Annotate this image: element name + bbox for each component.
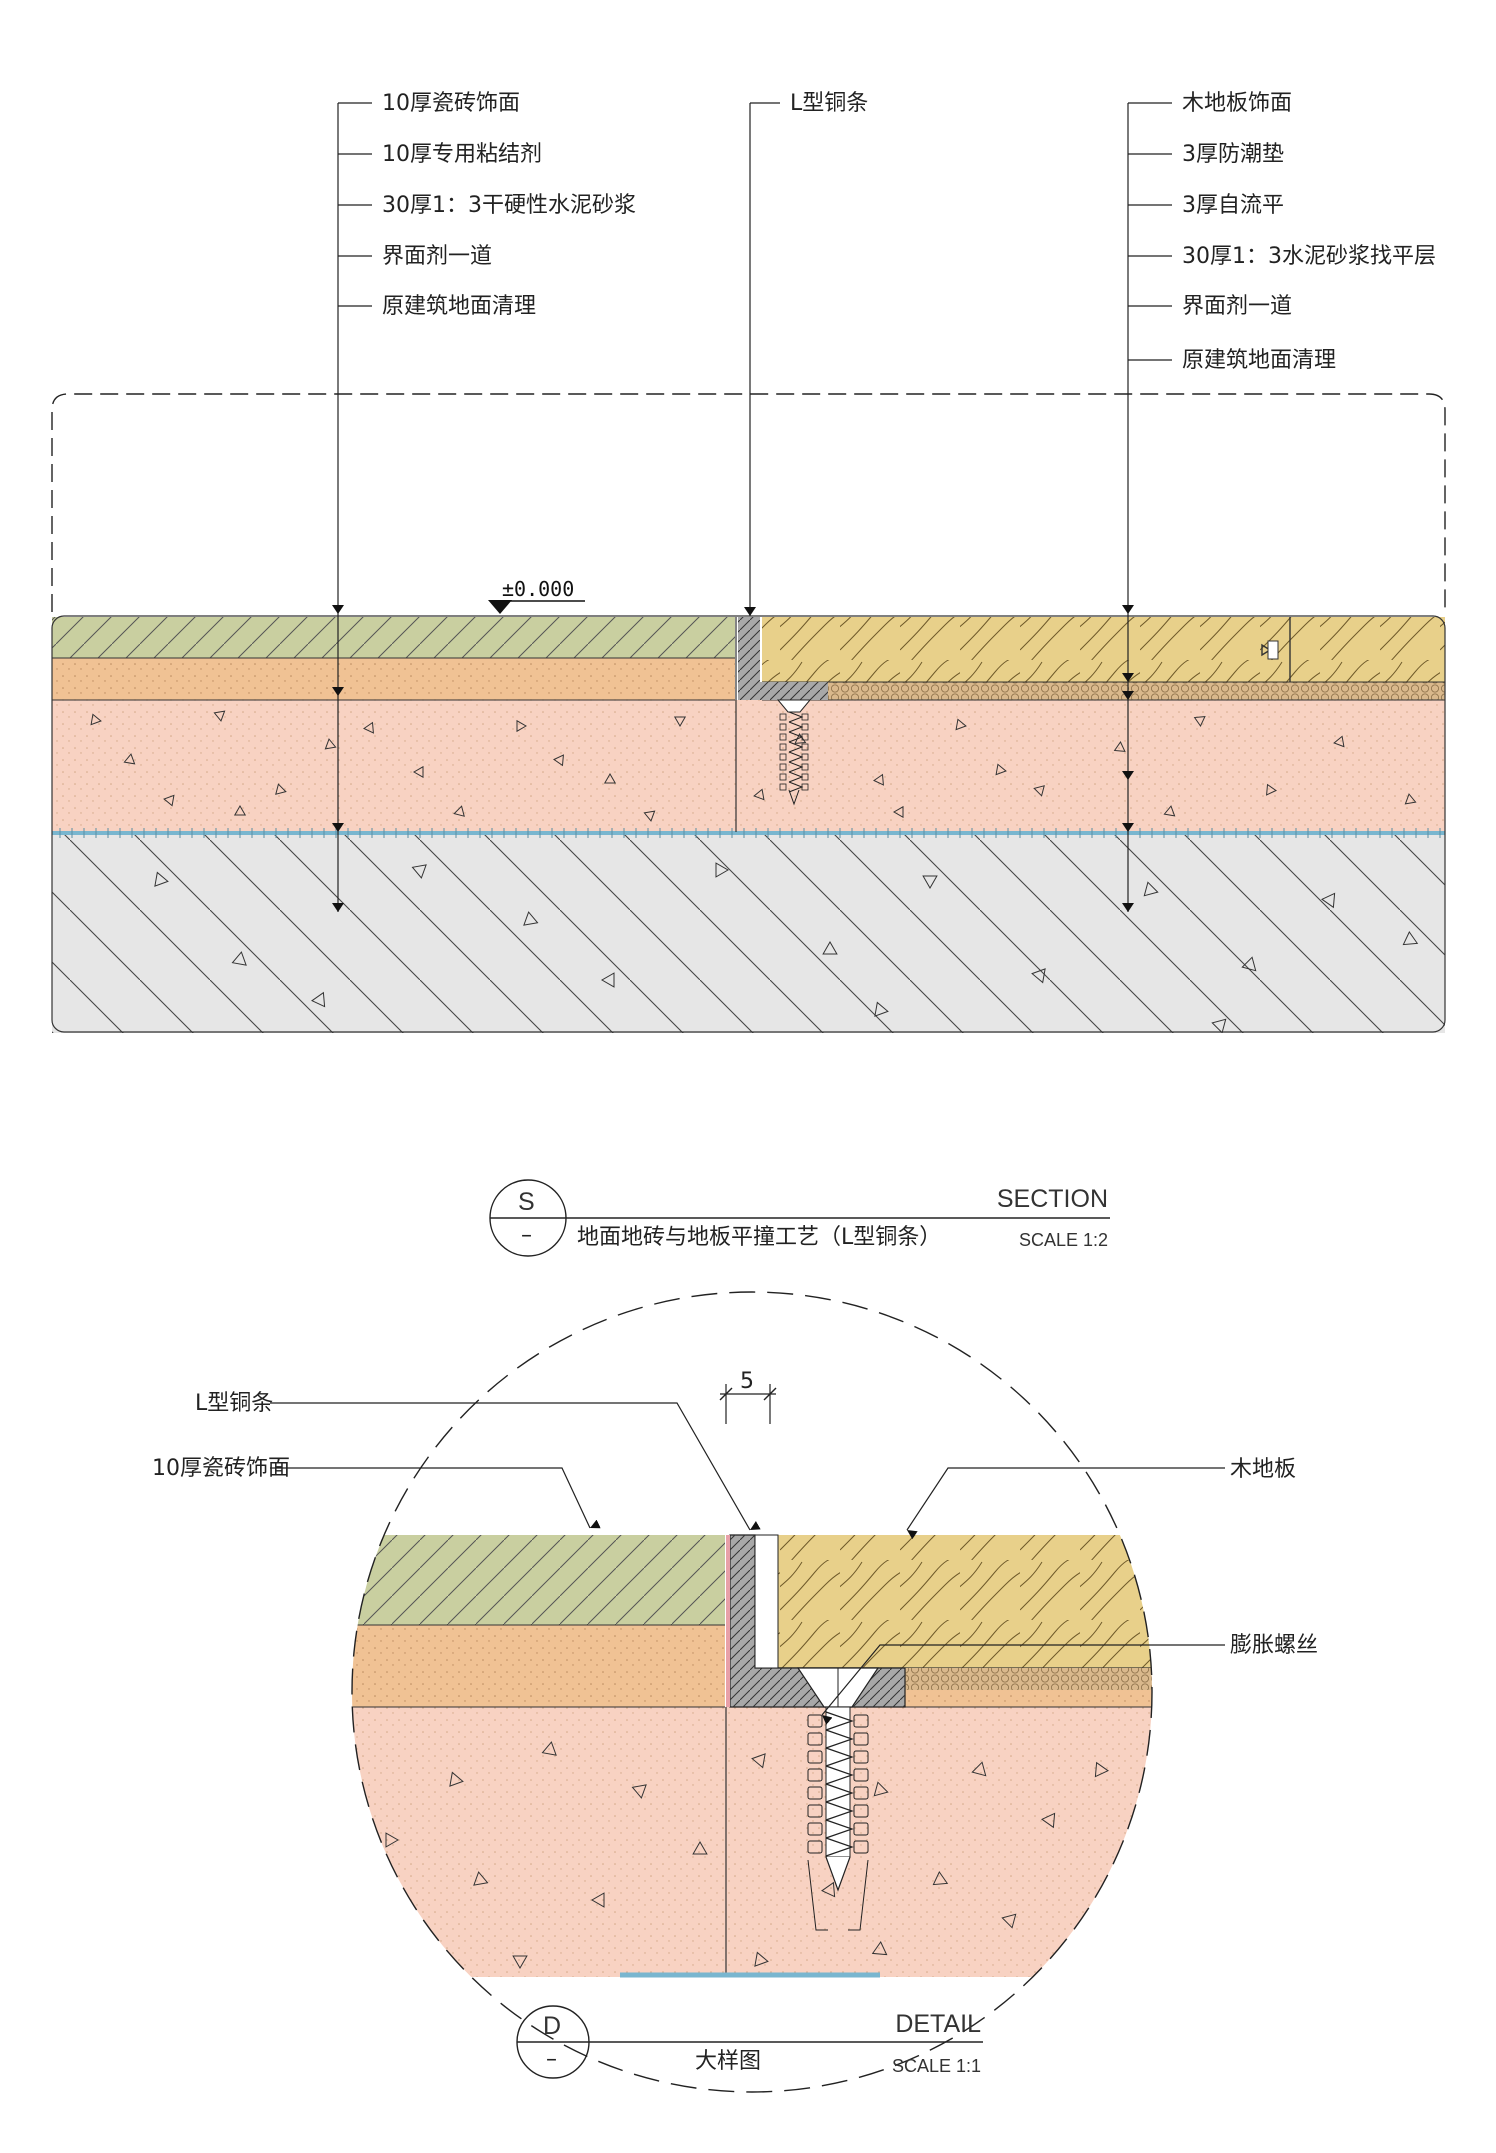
right-label-3: 30厚1：3水泥砂浆找平层 bbox=[1182, 244, 1436, 269]
section-symbol-letter: S bbox=[518, 1188, 535, 1216]
copper-strip-label: L型铜条 bbox=[790, 91, 868, 116]
right-label-0: 木地板饰面 bbox=[1182, 91, 1292, 116]
detail-title-block: D – DETAIL 大样图 SCALE 1:1 bbox=[516, 2005, 983, 2079]
svg-text:±0.000: ±0.000 bbox=[502, 577, 574, 601]
detail-leaders bbox=[270, 1402, 1225, 1725]
detail-expansion-screw bbox=[796, 1667, 880, 1931]
concrete-aggregate-marks bbox=[154, 862, 1419, 1033]
expansion-screw-section bbox=[776, 699, 812, 806]
detail-label-wood: 木地板 bbox=[1230, 1457, 1296, 1482]
detail-name: 大样图 bbox=[695, 2049, 761, 2074]
detail-symbol-sub: – bbox=[546, 2047, 557, 2072]
svg-text:5: 5 bbox=[740, 1369, 754, 1394]
detail-label-screw: 膨胀螺丝 bbox=[1230, 1633, 1318, 1658]
section-drawing: 10厚瓷砖饰面10厚专用粘结剂30厚1：3干硬性水泥砂浆界面剂一道原建筑地面清理… bbox=[51, 91, 1446, 1033]
detail-label-copper-strip: L型铜条 bbox=[195, 1391, 273, 1416]
right-label-2: 3厚自流平 bbox=[1182, 193, 1284, 218]
left-leader bbox=[332, 102, 372, 912]
mortar-aggregate-marks bbox=[90, 710, 1417, 822]
elevation-mark: ±0.000 bbox=[488, 577, 585, 614]
detail-drawing: 5 L型铜条 10厚瓷砖饰面 木地板 膨胀螺丝 bbox=[152, 1291, 1318, 2093]
center-leader bbox=[744, 102, 780, 616]
section-heading: SECTION bbox=[997, 1185, 1108, 1213]
section-title-block: S – SECTION 地面地砖与地板平撞工艺（L型铜条） SCALE 1:2 bbox=[489, 1179, 1110, 1257]
detail-scale: SCALE 1:1 bbox=[892, 2056, 981, 2076]
detail-label-tile: 10厚瓷砖饰面 bbox=[152, 1456, 290, 1481]
section-symbol-sub: – bbox=[521, 1223, 532, 1248]
right-leader bbox=[1122, 102, 1172, 912]
right-label-4: 界面剂一道 bbox=[1182, 294, 1292, 319]
section-name: 地面地砖与地板平撞工艺（L型铜条） bbox=[577, 1225, 941, 1250]
section-scale: SCALE 1:2 bbox=[1019, 1230, 1108, 1250]
left-label-1: 10厚专用粘结剂 bbox=[382, 142, 542, 167]
left-label-3: 界面剂一道 bbox=[382, 244, 492, 269]
gap-dimension: 5 bbox=[719, 1369, 777, 1424]
left-label-2: 30厚1：3干硬性水泥砂浆 bbox=[382, 193, 636, 218]
detail-symbol-letter: D bbox=[543, 2012, 561, 2040]
right-label-1: 3厚防潮垫 bbox=[1182, 142, 1284, 167]
right-label-5: 原建筑地面清理 bbox=[1182, 348, 1336, 373]
left-label-4: 原建筑地面清理 bbox=[382, 294, 536, 319]
detail-heading: DETAIL bbox=[895, 2010, 981, 2038]
left-label-0: 10厚瓷砖饰面 bbox=[382, 91, 520, 116]
